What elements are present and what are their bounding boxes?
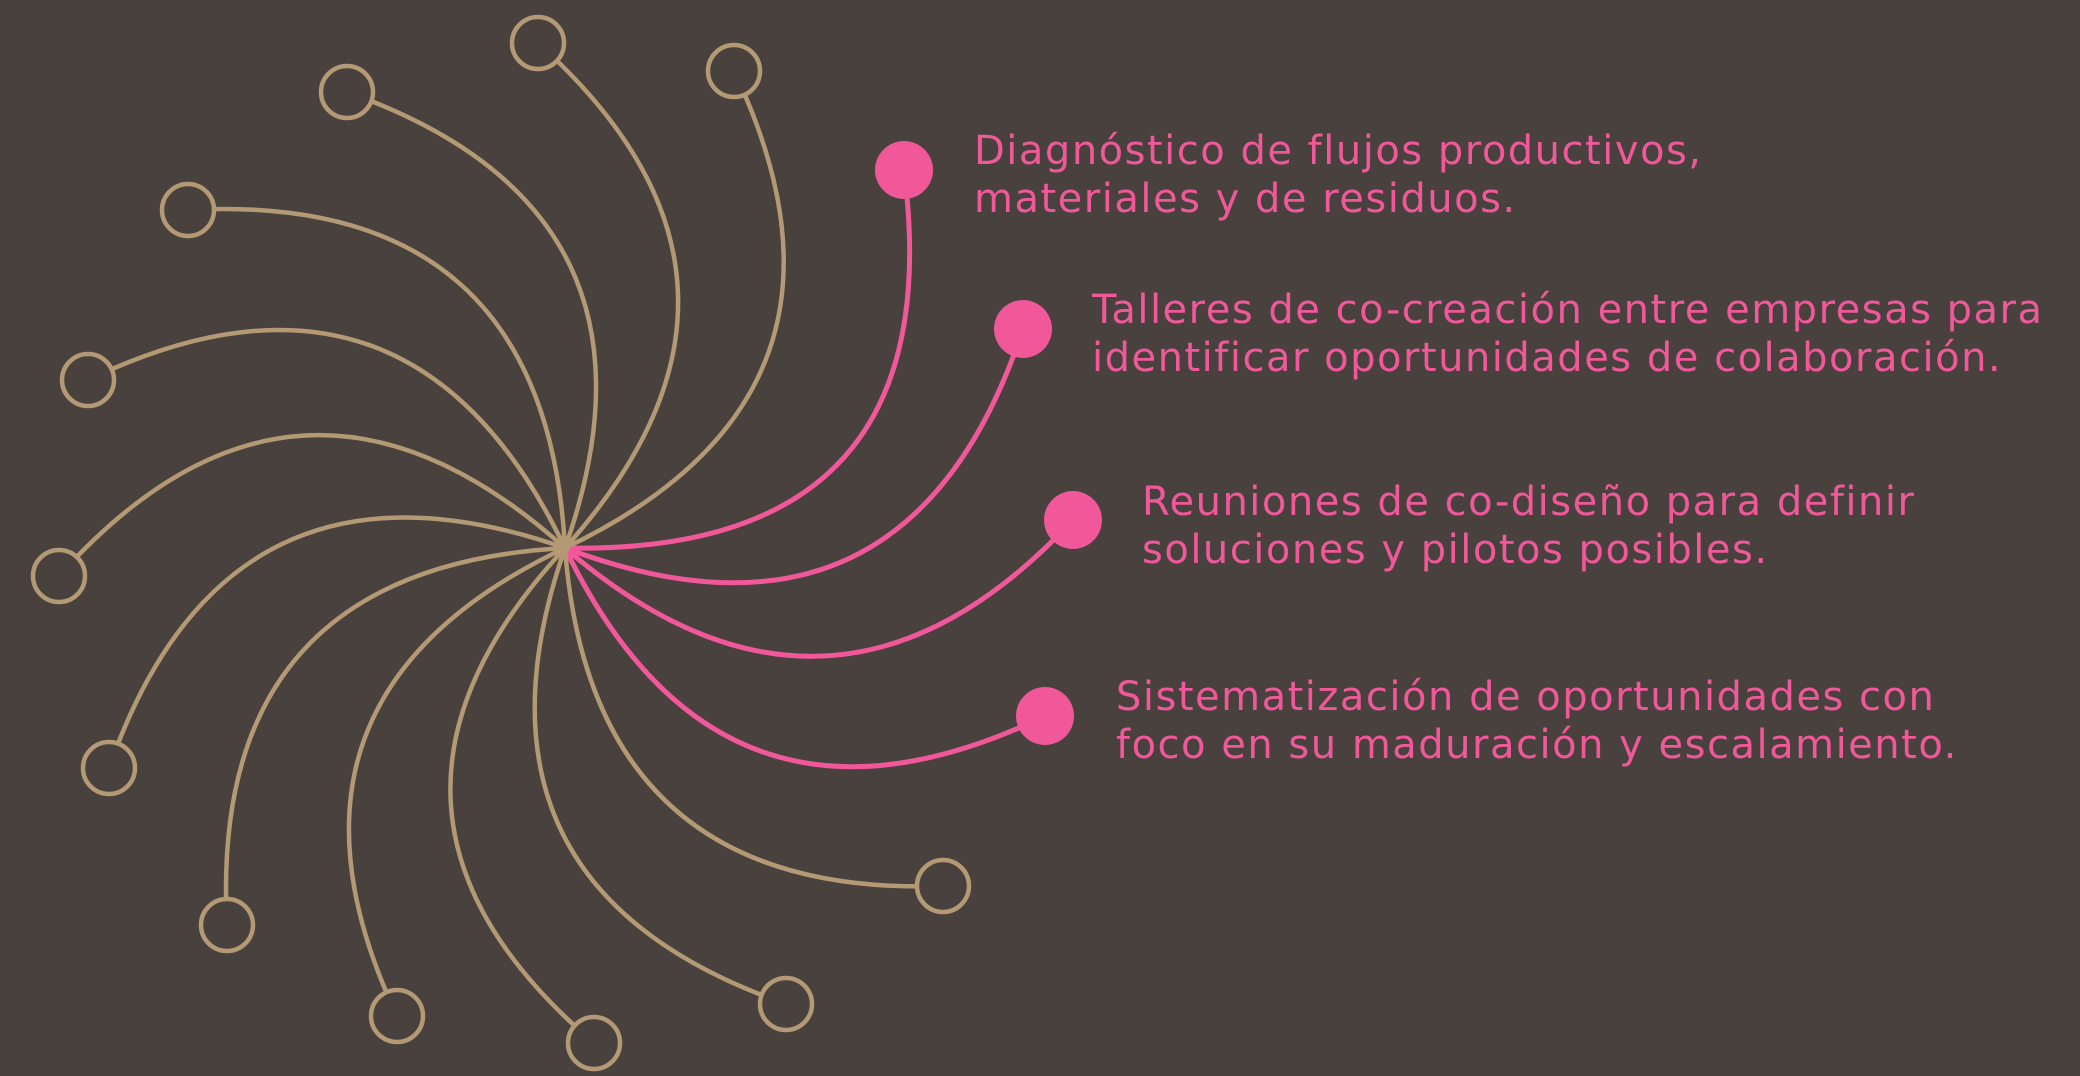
empty-marker-ring [318, 63, 376, 121]
empty-marker-ring [59, 351, 117, 409]
step-label-line: Diagnóstico de flujos productivos, [974, 128, 1703, 174]
active-spiral-arm [562, 545, 1048, 770]
step-label-line: Reuniones de co-diseño para definir [1142, 479, 1916, 525]
step-label-line: Talleres de co-creación entre empresas p… [1092, 287, 2044, 333]
step-label-diagnostico: Diagnóstico de flujos productivos, mater… [974, 127, 1703, 223]
step-label-talleres: Talleres de co-creación entre empresas p… [1092, 286, 2044, 382]
empty-marker-ring [705, 42, 763, 100]
step-label-reuniones: Reuniones de co-diseño para definir solu… [1142, 478, 1915, 574]
spiral-arm [185, 206, 568, 551]
step-label-line: soluciones y pilotos posibles. [1142, 527, 1769, 573]
step-marker-dot [1016, 687, 1074, 745]
empty-marker-ring [368, 987, 426, 1045]
step-marker-dot [875, 141, 933, 199]
active-spiral-arm [562, 326, 1026, 586]
empty-marker-ring [914, 857, 972, 915]
spiral-arm [535, 40, 681, 551]
empty-marker-ring [30, 547, 88, 605]
spiral-arm [448, 545, 597, 1046]
step-marker-dot [1044, 491, 1102, 549]
spiral-arm [344, 89, 599, 551]
empty-marker-ring [757, 975, 815, 1033]
spiral-hub [560, 543, 570, 553]
spiral-arm [532, 545, 789, 1007]
step-label-sistematizacion: Sistematización de oportunidades con foc… [1116, 673, 1958, 769]
empty-marker-ring [565, 1014, 623, 1072]
step-label-line: materiales y de residuos. [974, 176, 1517, 222]
spiral-arm [562, 68, 786, 551]
spiral-arm [106, 515, 568, 771]
empty-marker-ring [159, 181, 217, 239]
active-spiral-arm [562, 167, 913, 551]
step-marker-dot [994, 300, 1052, 358]
step-label-line: Sistematización de oportunidades con [1116, 674, 1936, 720]
spiral-arm [346, 545, 568, 1019]
empty-marker-ring [198, 896, 256, 954]
step-label-line: identificar oportunidades de colaboració… [1092, 335, 2003, 381]
spiral-arm [223, 545, 568, 928]
step-label-line: foco en su maduración y escalamiento. [1116, 722, 1958, 768]
empty-marker-ring [80, 739, 138, 797]
spiral-arm [56, 432, 568, 579]
spiral-arm [562, 545, 946, 889]
active-spiral-arm [562, 517, 1076, 659]
empty-marker-ring [509, 14, 567, 72]
spiral-arm [85, 327, 568, 551]
